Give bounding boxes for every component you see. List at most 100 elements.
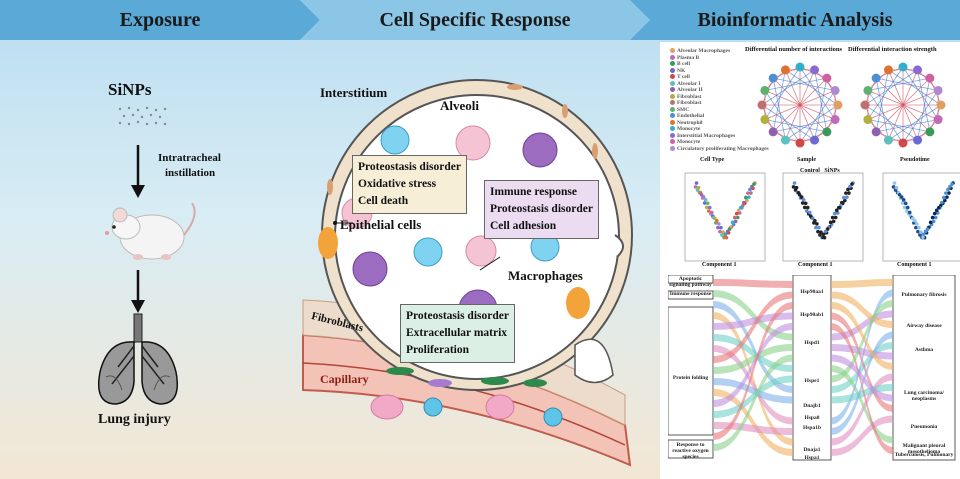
legend-item: Alveolar I (670, 81, 750, 88)
trajectory-point (931, 219, 936, 224)
network-node (757, 100, 767, 110)
trajectory-point (736, 208, 741, 213)
trajectory-point (705, 201, 710, 206)
trajectory-point (900, 201, 905, 205)
legend-item: Alveolar II (670, 87, 750, 94)
sankey-flow (713, 354, 793, 451)
trajectory-frame (882, 172, 960, 262)
trajectory-point (902, 205, 907, 210)
trajectory-point (947, 191, 951, 195)
bioinformatic-header: Bioinformatic Analysis (630, 0, 960, 40)
sankey-flow (831, 331, 893, 435)
sankey-label: Malignant pleural mesothelioma (902, 443, 946, 455)
network-node (830, 85, 840, 95)
trajectory-point (803, 201, 808, 206)
trajectory-point (825, 227, 830, 231)
sankey-flow (713, 279, 793, 288)
network-node (780, 135, 790, 145)
sankey-flow (831, 300, 893, 383)
trajectory-point (903, 201, 908, 206)
network-node (925, 127, 935, 137)
network-edge (799, 90, 836, 144)
network-node (913, 65, 923, 75)
network-node (795, 62, 805, 72)
trajectory-point (830, 215, 835, 220)
trajectory-point (821, 235, 825, 240)
trajectory-point (907, 210, 912, 215)
interaction-networks (757, 62, 946, 148)
network-node (913, 135, 923, 145)
trajectory-point (833, 215, 838, 220)
trajectory-point (732, 215, 737, 220)
sankey-flow (713, 345, 793, 425)
trajectory-point (819, 230, 823, 235)
trajectory-point (928, 220, 933, 225)
legend-item: Fibroblast (670, 100, 750, 107)
trajectory-point (750, 184, 754, 189)
legend-item: Alveolar Macrophages (670, 48, 750, 55)
network-node (768, 73, 778, 83)
sankey-label: Asthma (914, 347, 934, 353)
network-edge (867, 90, 939, 120)
network-node (936, 100, 946, 110)
network-node (898, 62, 908, 72)
trajectory-point (845, 195, 849, 199)
trajectory-point (921, 232, 926, 237)
trajectory-point (791, 185, 796, 189)
trajectory-point (843, 198, 847, 203)
particles-icon (118, 106, 167, 126)
trajectory-point (813, 219, 817, 223)
route-line-2: instillation (165, 167, 216, 179)
trajectory-point (716, 225, 720, 230)
trajectory-point (748, 187, 752, 192)
network-edge (764, 66, 801, 120)
trajectory-point (742, 200, 746, 205)
sankey-label: Dnajb1 (803, 403, 821, 409)
trajectory-point (847, 191, 851, 195)
network-edge (764, 77, 827, 91)
trajectory-point (834, 208, 839, 213)
trajectory-point (805, 205, 810, 210)
epithelial-cells-label: Epithelial cells (340, 217, 422, 232)
trajectory-point (752, 182, 756, 186)
legend-item: Monocyte (670, 139, 750, 146)
sankey-flow (713, 312, 793, 446)
trajectory-point (801, 198, 806, 202)
trajectory-point (721, 230, 725, 235)
trajectory-point (720, 233, 724, 237)
sankey-flow (713, 378, 793, 404)
network-node (760, 85, 770, 95)
sankey-label: Hspe1 (804, 378, 820, 384)
sankey-label: Tuberculosis, Pulmonary (894, 452, 954, 458)
sankey-label: Apoptotic signaling pathway (669, 276, 712, 288)
trajectory-point (800, 201, 805, 205)
trajectory-point (901, 198, 906, 202)
trajectory-point (792, 181, 797, 185)
fibroblast-item-1: Proteostasis disorder (406, 310, 509, 322)
trajectory-point (738, 205, 743, 210)
alveoli-label: Alveoli (440, 98, 479, 113)
sankey-label: Hspa1b (802, 425, 822, 431)
macrophages-label: Macrophages (508, 268, 583, 283)
sankey-label: Immune response (669, 291, 712, 297)
trajectory-point (944, 191, 948, 195)
network-node (822, 127, 832, 137)
network-edge (867, 66, 904, 120)
trajectory-point (930, 215, 935, 220)
trajectory-point (701, 195, 706, 199)
sankey-label: Protein folding (672, 375, 709, 381)
legend-item: Plasma B (670, 55, 750, 62)
trajectory-point (734, 211, 739, 216)
network-edge (876, 77, 939, 91)
macrophage-item-2: Proteostasis disorder (490, 203, 593, 215)
trajectory-point (915, 222, 919, 226)
trajectory-point (706, 209, 711, 213)
trajectory-point (905, 205, 910, 210)
trajectory-point (945, 195, 949, 199)
legend-item: Neutrophil (670, 120, 750, 127)
trajectory-point (891, 185, 896, 189)
arrow-down-icon (131, 145, 145, 198)
trajectory-plots (684, 172, 960, 262)
traj-xlabel-3: Component 1 (897, 262, 932, 268)
trajectory-point (707, 205, 712, 210)
